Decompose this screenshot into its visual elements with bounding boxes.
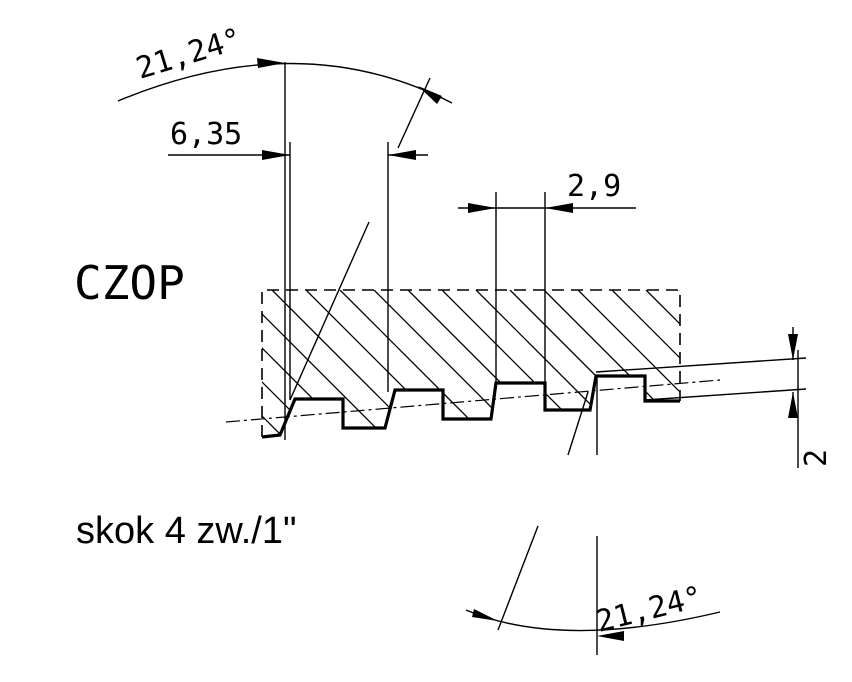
- hatch-line: [475, 290, 637, 437]
- thread-profile: [261, 374, 680, 439]
- dimension-6-35: 6,35: [170, 117, 242, 152]
- hatch-line: [611, 290, 680, 437]
- hatch-line: [271, 290, 433, 437]
- reference-line-upper: [595, 357, 807, 373]
- hatch-line: [509, 290, 671, 437]
- hatch-line: [577, 290, 680, 437]
- hatch-line: [782, 290, 852, 450]
- hatch-line: [816, 290, 852, 450]
- hatch-line: [373, 290, 535, 437]
- hatch-line: [714, 290, 852, 450]
- title-label: CZOP: [74, 256, 185, 310]
- hatch-line: [679, 290, 680, 437]
- hatch-line: [262, 290, 399, 437]
- dimension-angle-bottom: 21,24°: [592, 580, 706, 640]
- pitch-note: skok 4 zw./1": [76, 510, 296, 552]
- hatch-line: [262, 290, 297, 437]
- center-line: [225, 379, 721, 423]
- hatch-line: [339, 290, 501, 437]
- dimension-2-9: 2,9: [567, 169, 621, 204]
- hatch-line: [262, 290, 331, 437]
- reference-line-lower: [644, 388, 807, 401]
- extension-lines: [284, 62, 799, 655]
- hatch-line: [441, 290, 603, 437]
- hatch-line: [645, 290, 680, 437]
- hatch-line: [748, 290, 852, 450]
- dimension-depth: 2: [799, 449, 834, 467]
- section-hatching: [262, 290, 852, 450]
- hatch-line: [407, 290, 569, 437]
- dimension-lines: [117, 58, 798, 641]
- hatch-line: [262, 290, 263, 437]
